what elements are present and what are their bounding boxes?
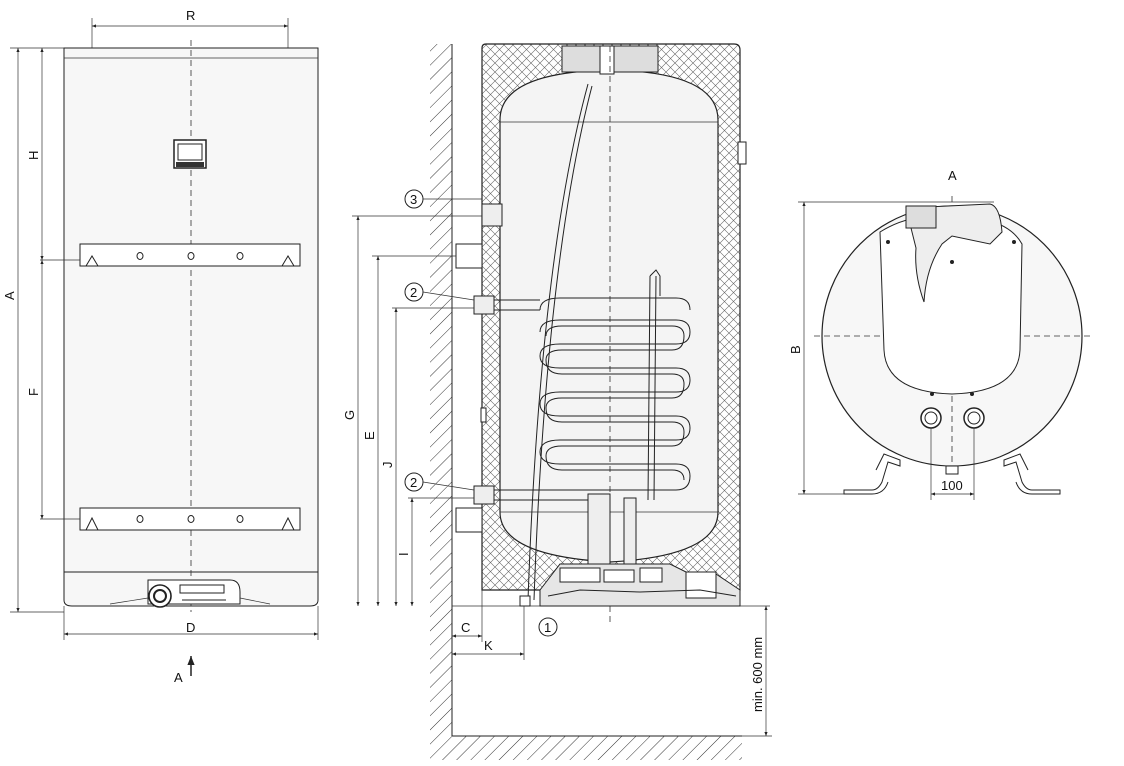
upper-mounting-bracket (79, 243, 301, 267)
top-view: A B 100 (788, 168, 1092, 500)
dimension-label-c: C (461, 620, 470, 635)
dimension-f: F (26, 260, 80, 520)
connection-pipes (455, 141, 747, 607)
dimension-d: D (63, 606, 319, 640)
dimension-g: G (342, 215, 482, 606)
dimension-j: J (380, 307, 474, 606)
dimension-label-f: F (26, 388, 41, 396)
callout-2-lower: 2 (404, 472, 475, 492)
bottom-connector (109, 579, 271, 608)
dip-tube (527, 83, 593, 601)
floor-hatch (452, 736, 742, 760)
callout-3: 3 (404, 189, 482, 209)
dimension-label-h: H (26, 151, 41, 160)
dimension-label-i: I (396, 552, 411, 556)
bottom-electronics (539, 563, 741, 607)
view-arrow-a: A (174, 656, 195, 685)
callout-1: 1 (538, 617, 558, 637)
front-view: R (2, 8, 319, 685)
dimension-min-clearance: min. 600 mm (742, 606, 772, 737)
min-clearance-label: min. 600 mm (750, 637, 765, 712)
dimension-100: 100 (930, 428, 975, 500)
view-arrow-label: A (174, 670, 183, 685)
side-section-view: 3 2 2 1 G E J (342, 43, 772, 760)
dimension-label-g: G (342, 410, 357, 420)
svg-text:1: 1 (544, 620, 551, 635)
dimension-h: H (26, 48, 80, 261)
wall-hatch (430, 44, 452, 760)
dimension-label-a: A (2, 291, 17, 300)
svg-text:2: 2 (410, 285, 417, 300)
svg-text:2: 2 (410, 475, 417, 490)
dimension-label-k: K (484, 638, 493, 653)
svg-text:3: 3 (410, 192, 417, 207)
dimension-label-100: 100 (941, 478, 963, 493)
dimension-k: K (452, 606, 525, 660)
dimension-label-j: J (380, 462, 395, 469)
callout-2-upper: 2 (404, 282, 475, 302)
support-feet (843, 453, 1061, 495)
dimension-b: B (788, 201, 994, 495)
dimension-e: E (362, 255, 456, 606)
dimension-label-r: R (186, 8, 195, 23)
dimension-c: C (452, 590, 483, 642)
dimension-label-d: D (186, 620, 195, 635)
dimension-i: I (396, 497, 474, 606)
dimension-a: A (2, 47, 64, 613)
inner-tank (499, 69, 719, 563)
dimension-label-e: E (362, 431, 377, 440)
top-cover (879, 216, 1023, 395)
heat-exchanger-coil (539, 269, 691, 501)
dimension-label-b: B (788, 345, 803, 354)
lower-mounting-bracket (79, 507, 301, 531)
top-view-title: A (948, 168, 957, 183)
control-panel (173, 139, 207, 169)
